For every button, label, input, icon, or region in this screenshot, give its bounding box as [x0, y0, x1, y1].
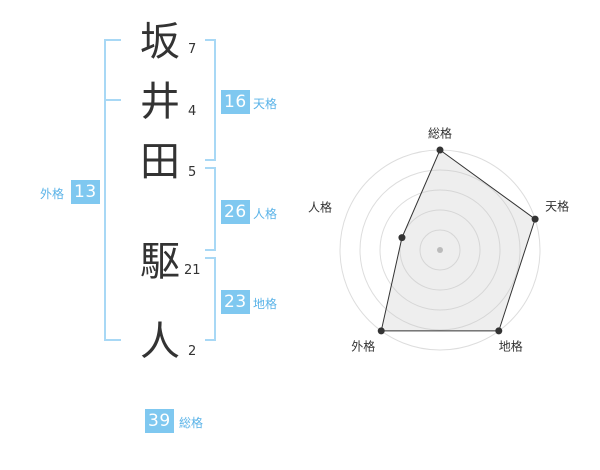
name-char-4: 駆: [140, 239, 180, 285]
stroke-count-4: 21: [184, 263, 201, 278]
gaikaku-label: 外格: [40, 187, 65, 201]
chikaku-bracket: [205, 257, 216, 341]
chikaku-label: 地格: [253, 297, 278, 311]
radar-axis-label-1: 総格: [428, 126, 452, 141]
name-char-1: 坂: [140, 19, 180, 65]
radar-point-1: [436, 146, 444, 154]
name-char-5: 人: [140, 319, 180, 365]
radar-axis-label-5: 人格: [308, 200, 332, 215]
radar-ring: [379, 189, 501, 311]
jinkaku-value: 26: [221, 200, 250, 224]
jinkaku-label: 人格: [253, 207, 278, 221]
radar-point-5: [398, 234, 406, 242]
name-char-2: 井: [140, 79, 180, 125]
gaikaku-bracket: [104, 39, 121, 341]
stroke-count-1: 7: [188, 42, 197, 57]
radar-point-3: [495, 327, 503, 335]
radar-axis-label-3: 地格: [499, 338, 523, 353]
radar-ring: [399, 209, 481, 291]
stroke-count-3: 5: [188, 165, 197, 180]
radar-ring: [359, 169, 521, 331]
soukaku-value: 39: [145, 409, 174, 433]
gaikaku-value: 13: [71, 180, 100, 204]
tenkaku-bracket: [205, 39, 216, 161]
chikaku-value: 23: [221, 290, 250, 314]
stroke-count-5: 2: [188, 344, 197, 359]
stroke-count-2: 4: [188, 104, 197, 119]
radar-area: [380, 149, 536, 332]
radar-axis-label-4: 外格: [351, 338, 375, 353]
radar-point-4: [377, 327, 385, 335]
radar-ring: [419, 229, 461, 271]
soukaku-label: 総格: [179, 416, 204, 430]
name-char-3: 田: [140, 139, 180, 185]
tenkaku-value: 16: [221, 90, 250, 114]
jinkaku-bracket: [205, 167, 216, 251]
radar-axis-label-2: 天格: [545, 199, 569, 214]
radar-point-2: [531, 215, 539, 223]
tenkaku-label: 天格: [253, 97, 278, 111]
radar-center: [437, 247, 443, 253]
